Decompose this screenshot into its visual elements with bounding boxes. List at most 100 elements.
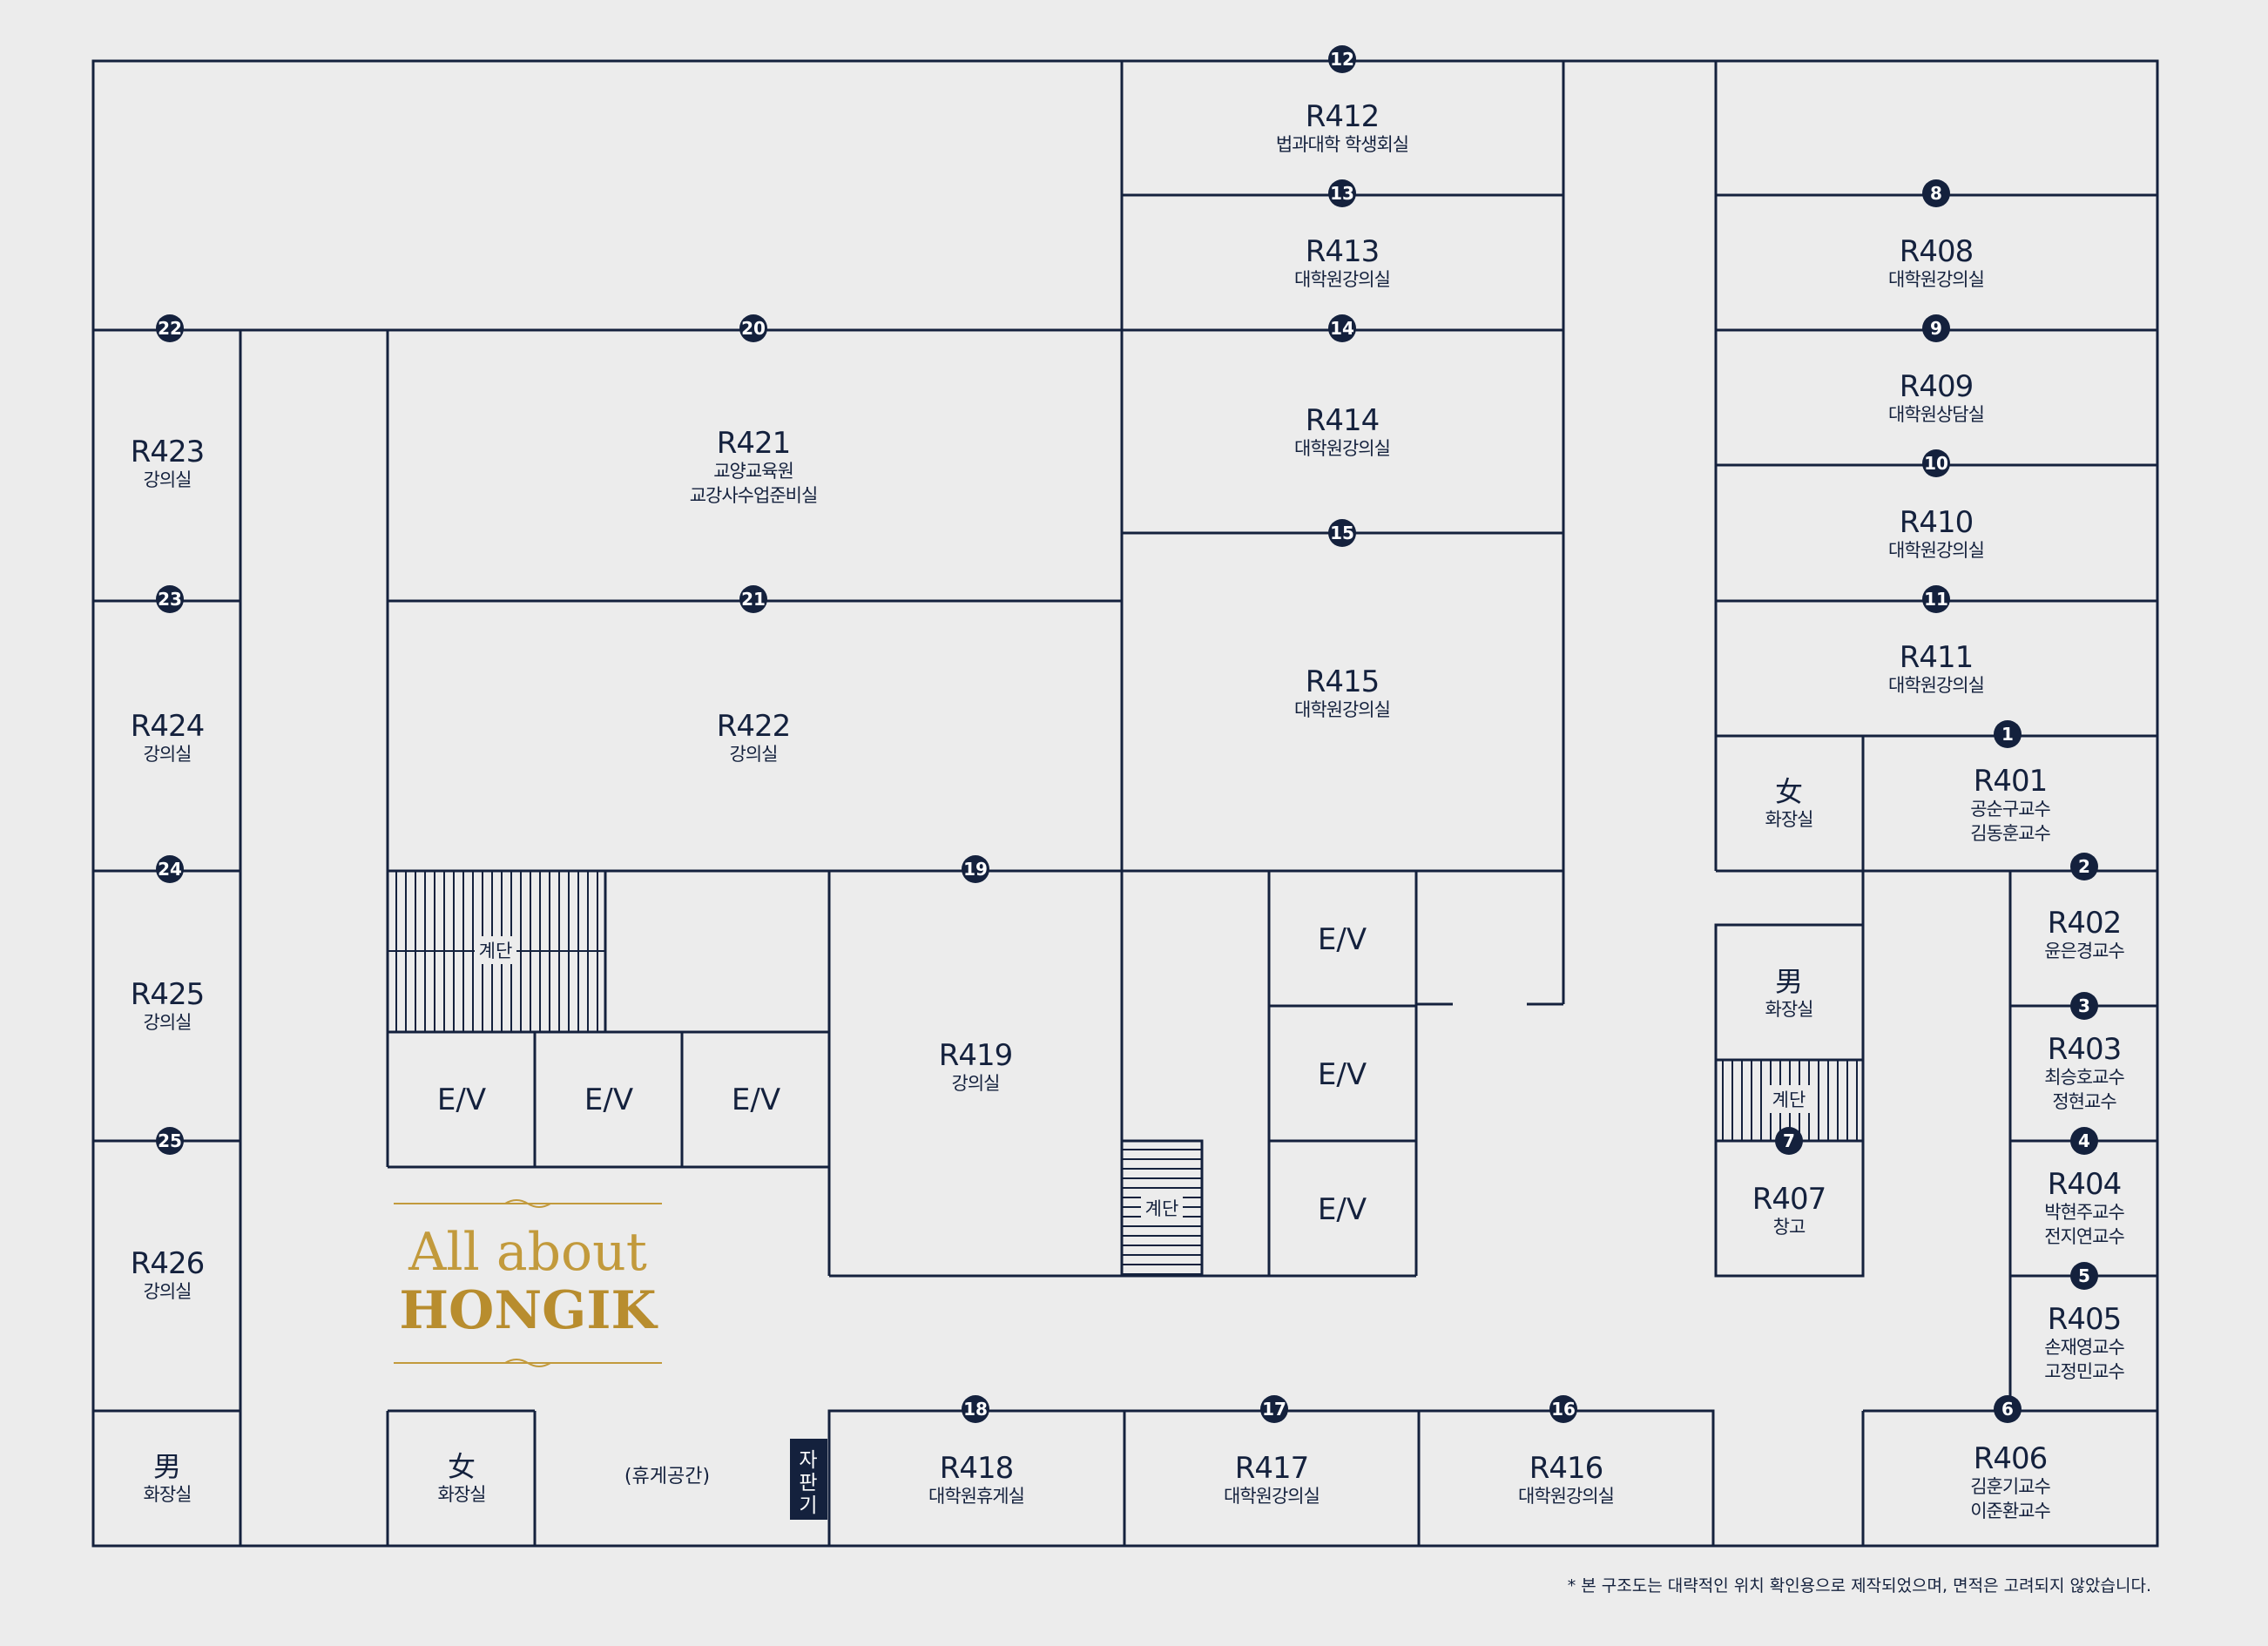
marker-13: 13 (1328, 179, 1356, 207)
elevator-center-3[interactable]: E/V (1318, 1192, 1367, 1227)
stairs-right: 계단 (1722, 1060, 1858, 1141)
marker-11: 11 (1922, 585, 1950, 613)
room-r403[interactable]: R403 최승호교수 정현교수 (2044, 1032, 2125, 1112)
marker-1: 1 (1994, 720, 2022, 748)
elevator-center-2[interactable]: E/V (1318, 1057, 1367, 1092)
room-r421[interactable]: R421 교양교육원 교강사수업준비실 (690, 426, 819, 506)
room-r415[interactable]: R415 대학원강의실 (1294, 664, 1391, 720)
room-r405-name-1: 손재영교수 (2044, 1337, 2124, 1358)
room-r407[interactable]: R407 창고 (1752, 1182, 1827, 1238)
room-r403-name-2: 정현교수 (2052, 1091, 2116, 1112)
room-r416-name: 대학원강의실 (1518, 1486, 1614, 1507)
room-r414-name: 대학원강의실 (1294, 438, 1390, 459)
room-r406[interactable]: R406 김훈기교수 이준환교수 (1970, 1441, 2051, 1521)
stairs-left: 계단 (386, 869, 607, 1034)
room-r402[interactable]: R402 윤은경교수 (2044, 906, 2125, 961)
restroom-female-right[interactable]: 女 화장실 (1765, 775, 1814, 830)
elevator-left-3[interactable]: E/V (732, 1083, 780, 1117)
room-r424-name: 강의실 (144, 744, 192, 765)
room-r419-name: 강의실 (952, 1073, 1000, 1094)
restroom-female-left[interactable]: 女 화장실 (438, 1450, 487, 1505)
room-r426[interactable]: R426 강의실 (131, 1246, 206, 1302)
room-r421-name-2: 교강사수업준비실 (690, 485, 818, 506)
marker-1-label: 1 (2001, 724, 2014, 745)
marker-16: 16 (1549, 1395, 1577, 1423)
room-r423[interactable]: R423 강의실 (131, 435, 206, 490)
logo-ornament-bottom (504, 1359, 551, 1367)
marker-4: 4 (2070, 1127, 2098, 1155)
room-r405-name-2: 고정민교수 (2044, 1361, 2124, 1382)
elevator-left-2[interactable]: E/V (584, 1083, 633, 1117)
marker-20-label: 20 (741, 318, 766, 339)
marker-19-label: 19 (963, 859, 988, 880)
elevator-left-1[interactable]: E/V (437, 1083, 486, 1117)
marker-21-label: 21 (741, 589, 766, 610)
restroom-male-right[interactable]: 男 화장실 (1765, 965, 1814, 1020)
room-r406-name-1: 김훈기교수 (1970, 1476, 2050, 1497)
marker-8-label: 8 (1930, 183, 1942, 204)
room-r412-number: R412 (1306, 99, 1380, 134)
room-r425[interactable]: R425 강의실 (131, 977, 206, 1033)
logo-ornament-top (504, 1199, 551, 1208)
marker-17-label: 17 (1262, 1399, 1286, 1420)
marker-3: 3 (2070, 992, 2098, 1020)
room-r414[interactable]: R414 대학원강의실 (1294, 403, 1391, 459)
room-r405[interactable]: R405 손재영교수 고정민교수 (2044, 1302, 2125, 1382)
marker-4-label: 4 (2078, 1130, 2090, 1151)
marker-25-label: 25 (158, 1130, 182, 1151)
vending-machine[interactable]: 자 판 기 (790, 1439, 827, 1520)
room-r416-number: R416 (1529, 1451, 1603, 1486)
elevator-center-1[interactable]: E/V (1318, 922, 1367, 957)
male-symbol: 男 (153, 1450, 181, 1483)
vending-char-1: 자 (799, 1449, 817, 1472)
room-r413[interactable]: R413 대학원강의실 (1294, 234, 1391, 290)
room-r401-name-2: 김동훈교수 (1970, 823, 2050, 844)
stairs-left-label: 계단 (479, 941, 513, 961)
marker-19: 19 (962, 855, 989, 883)
room-r418-name: 대학원휴게실 (928, 1486, 1024, 1507)
marker-12-label: 12 (1330, 49, 1354, 70)
room-r409[interactable]: R409 대학원상담실 (1888, 369, 1985, 425)
room-r417[interactable]: R417 대학원강의실 (1224, 1451, 1320, 1507)
room-r410[interactable]: R410 대학원강의실 (1888, 505, 1985, 561)
room-r424[interactable]: R424 강의실 (131, 709, 206, 765)
room-r412-name: 법과대학 학생회실 (1276, 134, 1408, 155)
room-r402-name: 윤은경교수 (2044, 941, 2124, 961)
room-r418[interactable]: R418 대학원휴게실 (928, 1451, 1025, 1507)
marker-9-label: 9 (1930, 318, 1942, 339)
room-r416[interactable]: R416 대학원강의실 (1518, 1451, 1615, 1507)
room-r412[interactable]: R412 법과대학 학생회실 (1276, 99, 1409, 155)
male-symbol: 男 (1775, 965, 1803, 998)
room-markers: 1234567891011121314151617181920212223242… (156, 45, 2098, 1423)
room-r408[interactable]: R408 대학원강의실 (1888, 234, 1985, 290)
room-r411[interactable]: R411 대학원강의실 (1888, 640, 1985, 696)
room-r414-number: R414 (1306, 403, 1380, 438)
marker-18: 18 (962, 1395, 989, 1423)
room-r424-number: R424 (131, 709, 205, 744)
vending-char-3: 기 (799, 1494, 817, 1517)
marker-24: 24 (156, 855, 184, 883)
room-r404[interactable]: R404 박현주교수 전지연교수 (2044, 1167, 2125, 1247)
room-r423-number: R423 (131, 435, 205, 469)
room-r415-name: 대학원강의실 (1294, 699, 1390, 720)
room-r419[interactable]: R419 강의실 (939, 1038, 1014, 1094)
room-r410-name: 대학원강의실 (1888, 540, 1984, 561)
room-r425-number: R425 (131, 977, 205, 1012)
room-r404-number: R404 (2048, 1167, 2122, 1202)
room-r406-number: R406 (1974, 1441, 2048, 1476)
marker-6-label: 6 (2001, 1399, 2014, 1420)
marker-3-label: 3 (2078, 995, 2090, 1016)
room-r404-name-2: 전지연교수 (2044, 1226, 2124, 1247)
restroom-male-left[interactable]: 男 화장실 (144, 1450, 192, 1505)
marker-10: 10 (1922, 449, 1950, 477)
room-r422[interactable]: R422 강의실 (717, 709, 792, 765)
footnote: * 본 구조도는 대략적인 위치 확인용으로 제작되었으며, 면적은 고려되지 … (1568, 1576, 2151, 1595)
room-r402-number: R402 (2048, 906, 2122, 941)
room-r408-name: 대학원강의실 (1888, 269, 1984, 290)
room-r409-number: R409 (1900, 369, 1974, 404)
room-r413-name: 대학원강의실 (1294, 269, 1390, 290)
room-r419-number: R419 (939, 1038, 1013, 1073)
room-r401[interactable]: R401 공순구교수 김동훈교수 (1970, 764, 2051, 844)
restroom-label: 화장실 (1765, 809, 1813, 830)
room-r418-number: R418 (940, 1451, 1014, 1486)
